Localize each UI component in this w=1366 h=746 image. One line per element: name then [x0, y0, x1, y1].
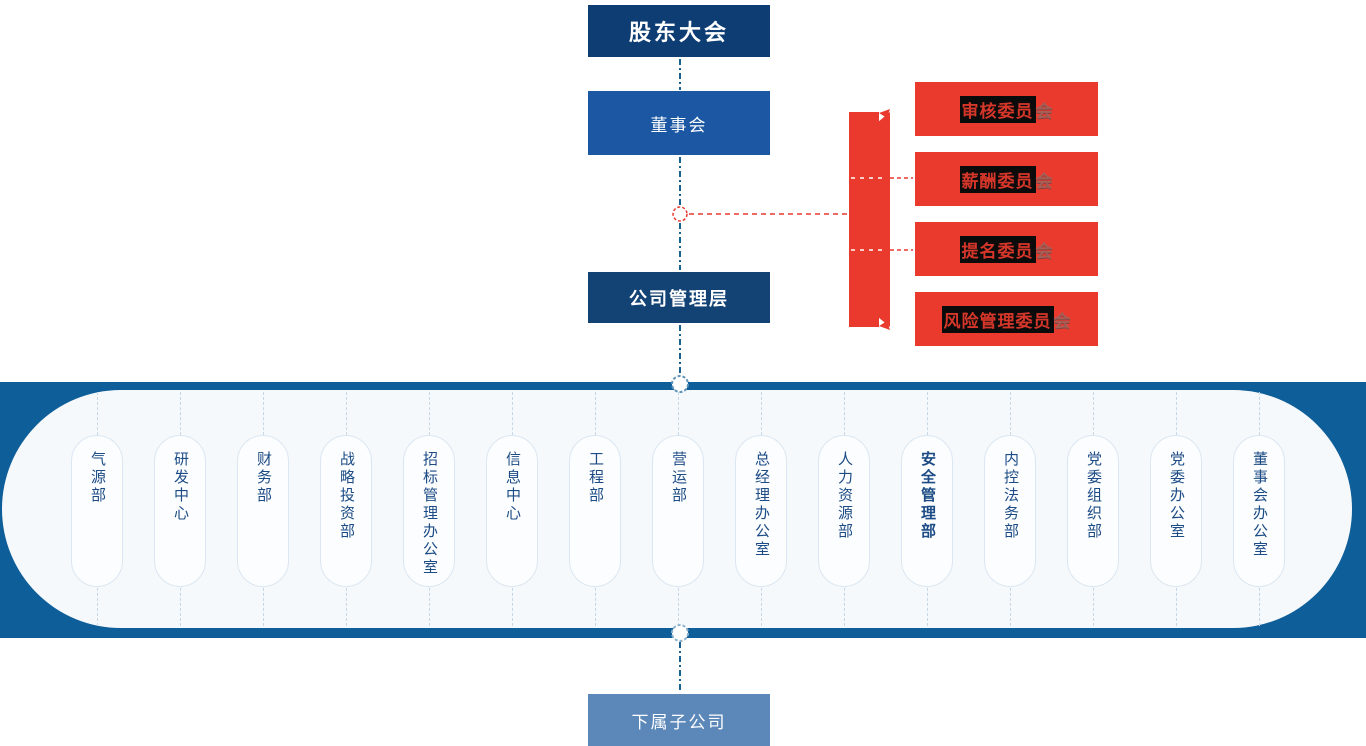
department-pill: 董事会办公室 — [1233, 435, 1285, 587]
node-shareholders-meeting: 股东大会 — [588, 5, 770, 57]
committees-brace — [849, 109, 890, 330]
department-label: 气源部 — [89, 451, 106, 505]
department-label: 党委办公室 — [1168, 451, 1185, 541]
department-pill: 人力资源部 — [818, 435, 870, 587]
committee-label: 薪酬委员 — [959, 165, 1036, 193]
department-pill: 战略投资部 — [320, 435, 372, 587]
department-pill: 气源部 — [71, 435, 123, 587]
committee-label: 风险管理委员 — [941, 305, 1054, 333]
department-label: 安全管理部 — [919, 451, 936, 541]
department-label: 工程部 — [587, 451, 604, 505]
department-pill: 工程部 — [569, 435, 621, 587]
department-pill: 党委办公室 — [1150, 435, 1202, 587]
department-label: 党委组织部 — [1085, 451, 1102, 541]
committee-box: 薪酬委员会 — [915, 152, 1098, 206]
department-label: 内控法务部 — [1002, 451, 1019, 541]
committee-label-last-char: 会 — [1035, 101, 1054, 121]
department-pill: 内控法务部 — [984, 435, 1036, 587]
committee-label-last-char: 会 — [1035, 241, 1054, 261]
department-pill: 财务部 — [237, 435, 289, 587]
committee-label-last-char: 会 — [1035, 171, 1054, 191]
department-pill: 营运部 — [652, 435, 704, 587]
node-board-of-directors: 董事会 — [588, 91, 770, 155]
committee-label: 提名委员 — [959, 235, 1036, 263]
department-pill: 总经理办公室 — [735, 435, 787, 587]
hub-circle-red — [672, 206, 688, 222]
committee-box: 风险管理委员会 — [915, 292, 1098, 346]
department-label: 总经理办公室 — [753, 451, 770, 559]
department-label: 研发中心 — [172, 451, 189, 523]
department-label: 营运部 — [670, 451, 687, 505]
department-pill: 招标管理办公室 — [403, 435, 455, 587]
node-subsidiaries: 下属子公司 — [588, 694, 770, 746]
department-label: 战略投资部 — [338, 451, 355, 541]
department-label: 人力资源部 — [836, 451, 853, 541]
committee-label-last-char: 会 — [1053, 311, 1072, 331]
committee-label: 审核委员 — [959, 95, 1036, 123]
department-pill: 研发中心 — [154, 435, 206, 587]
department-label: 招标管理办公室 — [421, 451, 438, 577]
department-pill: 信息中心 — [486, 435, 538, 587]
committee-box: 审核委员会 — [915, 82, 1098, 136]
department-pill: 安全管理部 — [901, 435, 953, 587]
node-company-management: 公司管理层 — [588, 272, 770, 323]
department-label: 董事会办公室 — [1251, 451, 1268, 559]
department-label: 信息中心 — [504, 451, 521, 523]
department-pill: 党委组织部 — [1067, 435, 1119, 587]
department-label: 财务部 — [255, 451, 272, 505]
committee-box: 提名委员会 — [915, 222, 1098, 276]
